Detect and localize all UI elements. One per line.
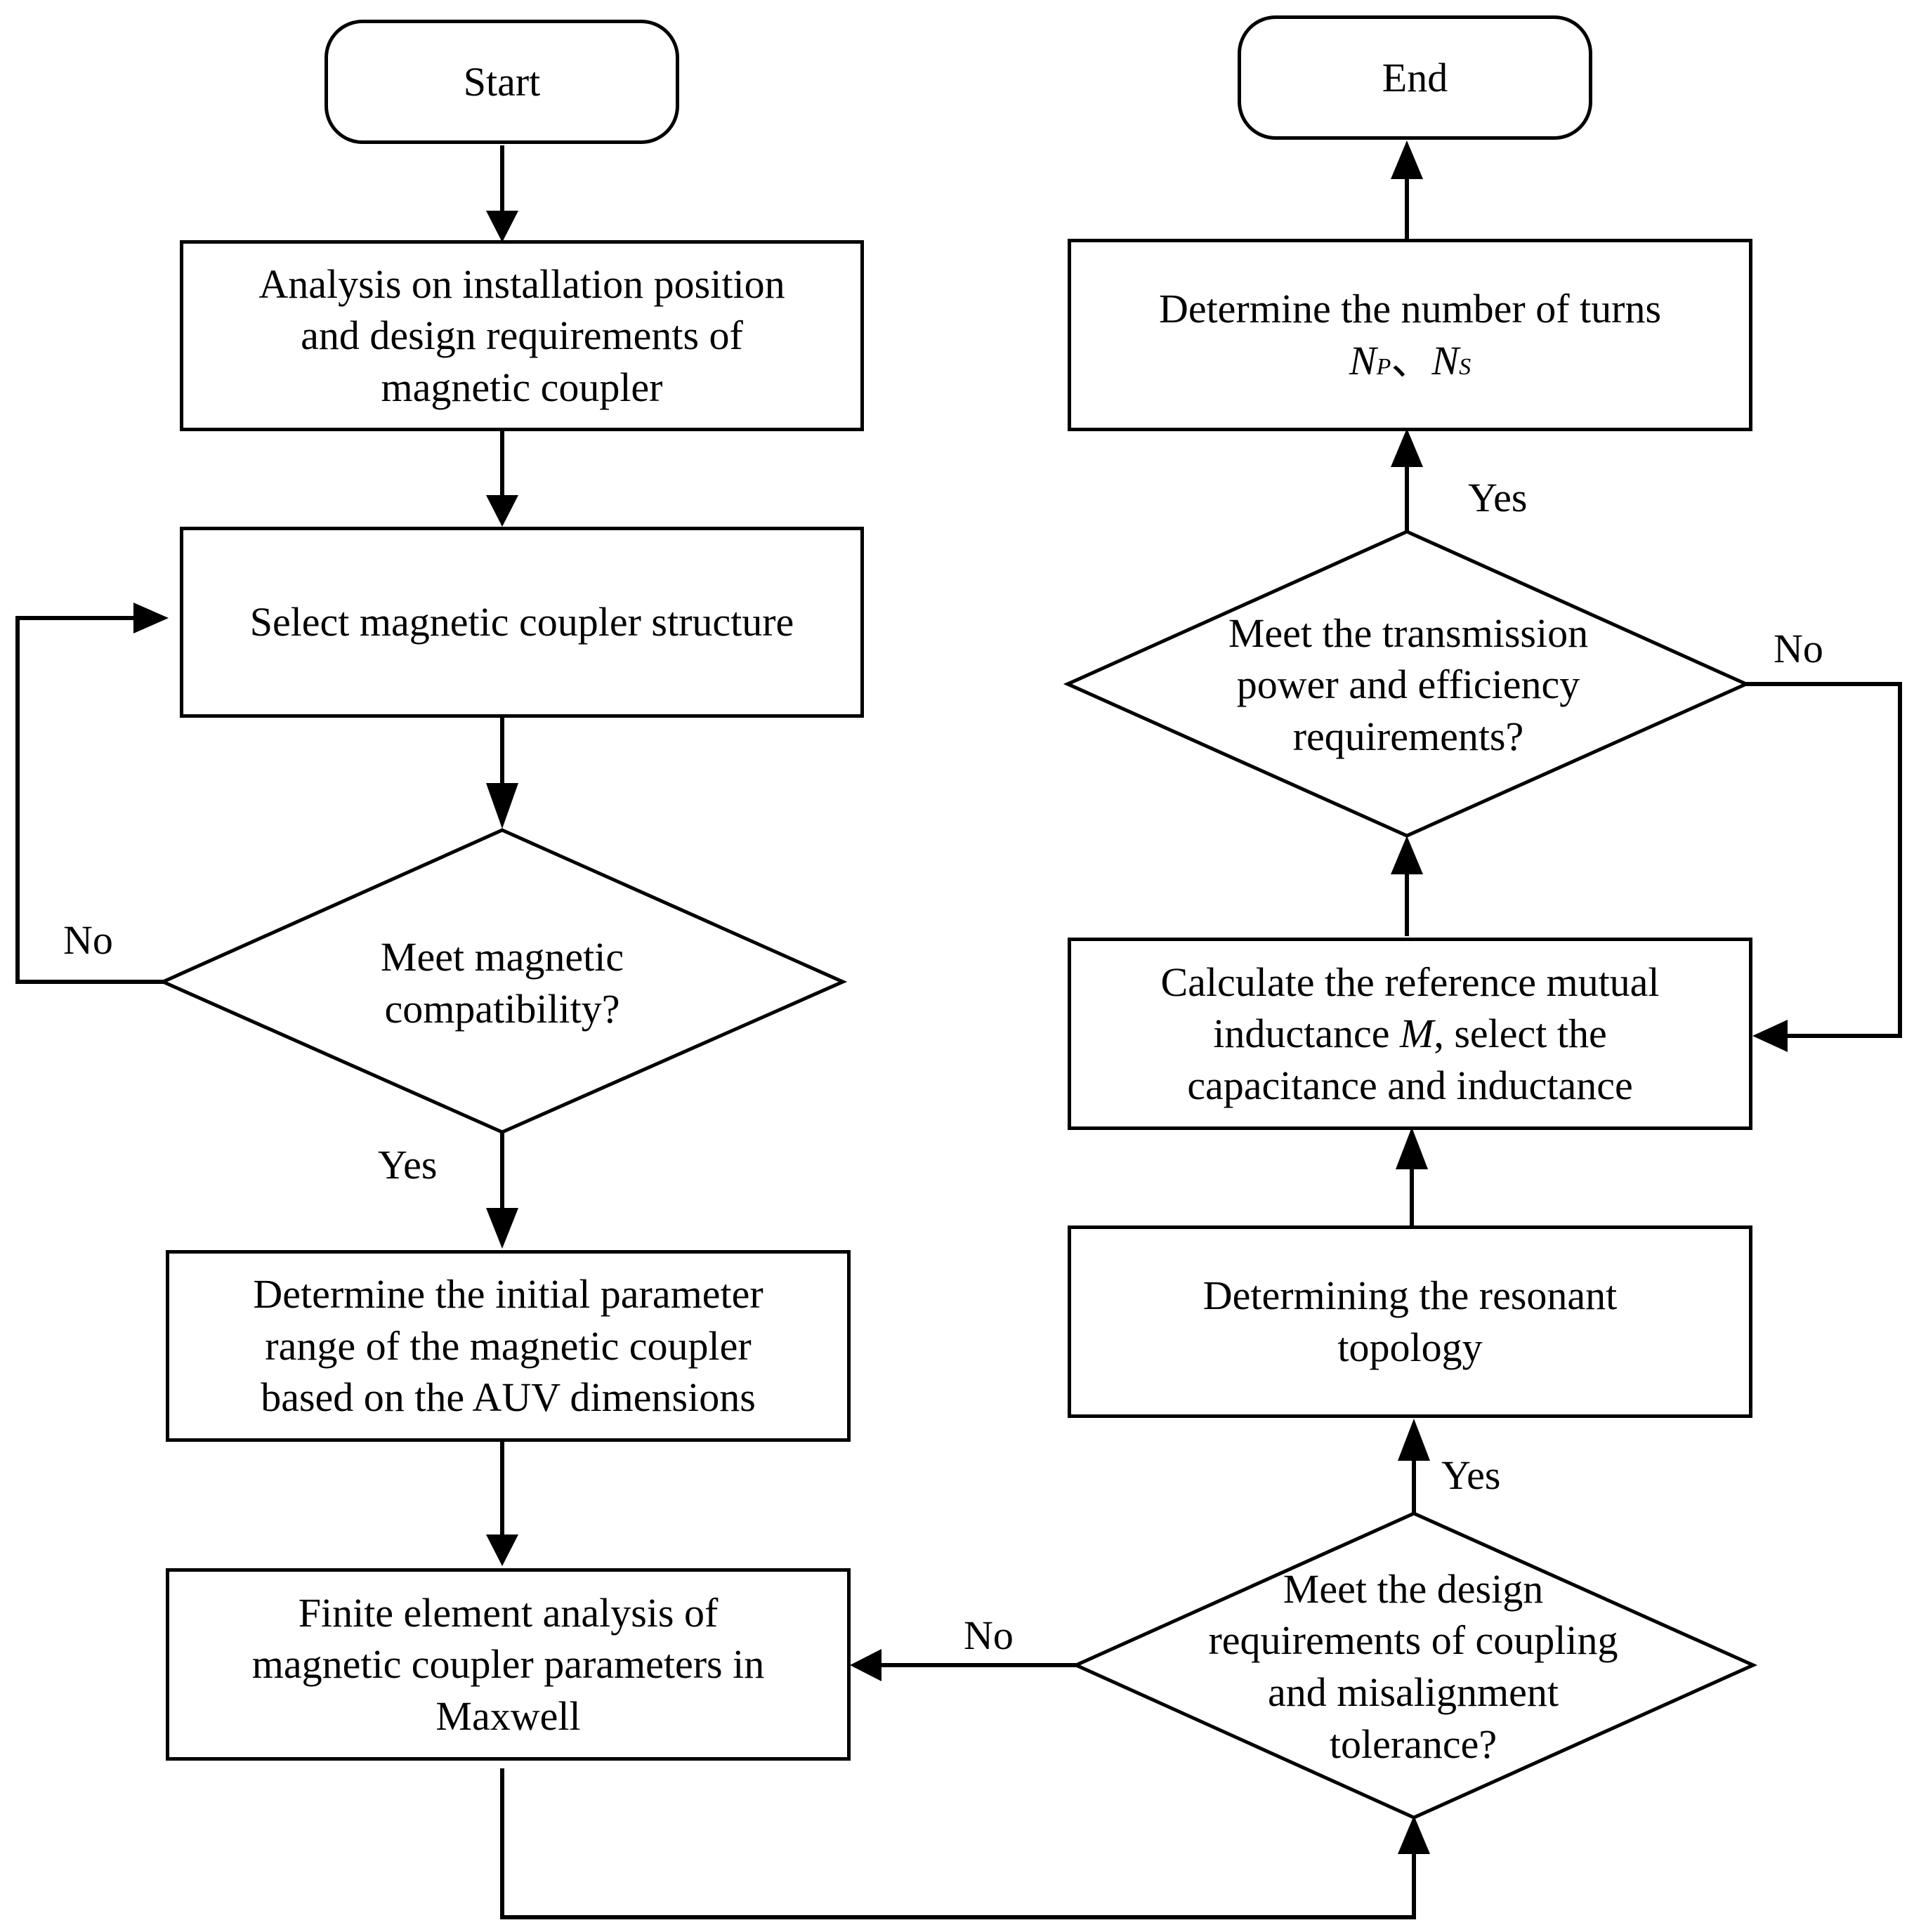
box-turns: Determine the number of turns NP、NS — [1068, 239, 1752, 431]
diamond-meet-design — [1071, 1511, 1758, 1820]
np-subscript: P — [1376, 354, 1391, 380]
arrowhead — [486, 783, 518, 829]
diamond-meet-compat — [158, 828, 848, 1134]
arrowhead — [1391, 836, 1423, 874]
arrowhead — [486, 1208, 518, 1249]
box-calculate-line: capacitance and inductance — [1187, 1062, 1633, 1108]
box-resonant: Determining the resonant topology — [1068, 1225, 1752, 1418]
box-resonant-line: Determining the resonant — [1202, 1273, 1618, 1319]
mutual-inductance-symbol: M — [1399, 1011, 1434, 1057]
box-analysis-line: magnetic coupler — [381, 364, 663, 410]
arrowhead — [486, 1535, 518, 1566]
arrowhead — [1398, 1815, 1430, 1854]
label-yes-compat: Yes — [378, 1142, 438, 1188]
label-no-design: No — [964, 1612, 1014, 1658]
end-terminal: End — [1238, 15, 1592, 140]
box-turns-symbols: NP、NS — [1349, 335, 1471, 387]
ns-symbol: N — [1431, 338, 1460, 383]
diamond-meet-compat-line: Meet magnetic — [380, 934, 624, 980]
arrowhead — [486, 495, 518, 527]
start-label: Start — [463, 58, 541, 105]
arrowhead — [1391, 428, 1423, 467]
box-initial-param-line: Determine the initial parameter — [253, 1271, 763, 1317]
box-analysis-line: and design requirements of — [301, 313, 743, 359]
box-resonant-line: topology — [1337, 1325, 1483, 1370]
box-calculate: Calculate the reference mutual inductanc… — [1068, 938, 1752, 1130]
arrowhead — [850, 1649, 881, 1681]
box-fea: Finite element analysis of magnetic coup… — [166, 1568, 851, 1761]
end-label: End — [1382, 54, 1448, 100]
box-select-structure: Select magnetic coupler structure — [180, 527, 864, 718]
ns-subscript: S — [1459, 354, 1471, 380]
turns-separator: 、 — [1391, 338, 1432, 383]
box-analysis-line: Analysis on installation position — [258, 261, 785, 307]
arrowhead — [1398, 1419, 1430, 1461]
diamond-meet-power-line: Meet the transmission — [1228, 610, 1589, 656]
arrowhead — [1391, 140, 1423, 179]
box-initial-param-line: based on the AUV dimensions — [261, 1374, 756, 1421]
diamond-meet-design-line: and misalignment — [1268, 1669, 1559, 1715]
box-initial-param: Determine the initial parameter range of… — [166, 1250, 851, 1442]
box-fea-line: Maxwell — [435, 1693, 581, 1739]
diamond-meet-power — [1063, 530, 1751, 838]
arrowhead — [133, 603, 169, 633]
box-calculate-line: Calculate the reference mutual — [1160, 959, 1660, 1005]
label-yes-power: Yes — [1468, 475, 1528, 520]
label-no-power: No — [1774, 626, 1823, 671]
box-fea-line: magnetic coupler parameters in — [251, 1641, 765, 1688]
box-calculate-line: inductance M, select the — [1213, 1011, 1607, 1057]
diamond-meet-power-text: Meet the transmission power and efficien… — [1127, 604, 1689, 765]
np-symbol: N — [1349, 338, 1377, 383]
arrowhead — [1752, 1020, 1788, 1052]
box-initial-param-line: range of the magnetic coupler — [265, 1322, 752, 1369]
diamond-meet-compat-line: compatibility? — [384, 986, 620, 1032]
diamond-meet-design-line: requirements of coupling — [1208, 1617, 1618, 1664]
box-fea-line: Finite element analysis of — [298, 1589, 719, 1636]
arrowhead — [1396, 1127, 1428, 1169]
box-turns-line1: Determine the number of turns — [1158, 286, 1662, 332]
diamond-meet-compat-text: Meet magnetic compatibility? — [233, 881, 771, 1085]
diamond-meet-design-line: Meet the design — [1283, 1565, 1544, 1612]
start-terminal: Start — [325, 20, 679, 144]
diamond-meet-design-text: Meet the design requirements of coupling… — [1132, 1563, 1694, 1770]
arrow-compat-no-loop — [15, 616, 163, 984]
label-yes-design: Yes — [1441, 1452, 1501, 1498]
diamond-meet-power-line: requirements? — [1292, 713, 1524, 759]
arrowhead — [486, 211, 518, 242]
box-analysis: Analysis on installation position and de… — [180, 240, 864, 431]
box-select-structure-line: Select magnetic coupler structure — [249, 599, 794, 645]
label-no-compat: No — [63, 917, 113, 963]
diamond-meet-power-line: power and efficiency — [1236, 662, 1580, 708]
arrow-fea-design — [500, 1768, 1416, 1919]
arrow-power-no-loop — [1746, 682, 1902, 1038]
diamond-meet-design-line: tolerance? — [1329, 1721, 1497, 1767]
